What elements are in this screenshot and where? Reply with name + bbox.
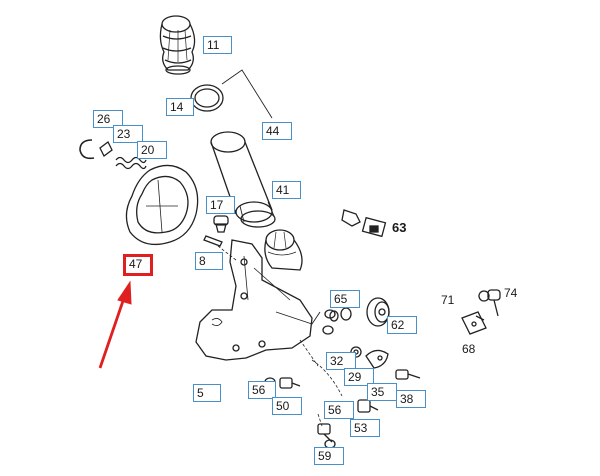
part-label-20[interactable]: 20 <box>137 141 167 159</box>
washers-part <box>329 307 352 322</box>
part-label-68[interactable]: 68 <box>462 342 476 356</box>
bracket-part <box>195 239 336 361</box>
pin-part <box>203 235 223 247</box>
boot-part <box>159 15 196 75</box>
bolt-part-17 <box>213 215 229 233</box>
part-label-56-lower[interactable]: 56 <box>324 401 354 419</box>
part-label-41[interactable]: 41 <box>272 181 301 199</box>
part-label-8[interactable]: 8 <box>195 252 223 270</box>
part-label-63[interactable]: 63 <box>392 220 407 235</box>
circlip-part <box>79 139 95 160</box>
part-label-71[interactable]: 71 <box>441 293 455 307</box>
part-label-53[interactable]: 53 <box>350 419 380 437</box>
part-label-35[interactable]: 35 <box>367 383 397 401</box>
part-label-38[interactable]: 38 <box>396 390 426 408</box>
part-label-50[interactable]: 50 <box>272 397 302 415</box>
part-label-62[interactable]: 62 <box>387 316 417 334</box>
part-label-23[interactable]: 23 <box>113 125 143 143</box>
part-label-74[interactable]: 74 <box>504 286 518 300</box>
part-label-59[interactable]: 59 <box>314 447 344 465</box>
part-label-17[interactable]: 17 <box>206 196 235 214</box>
spring-part <box>115 156 147 170</box>
part-label-14[interactable]: 14 <box>166 98 194 116</box>
part-label-5[interactable]: 5 <box>193 384 221 402</box>
cylinder-part <box>210 131 276 228</box>
part-label-11[interactable]: 11 <box>203 36 232 54</box>
part-62 <box>366 297 390 327</box>
pointer-arrow <box>98 280 132 369</box>
bolt-part-38 <box>395 369 421 380</box>
clip-part <box>99 141 113 157</box>
part-label-56-upper[interactable]: 56 <box>248 381 276 399</box>
boot-part-lower <box>264 229 303 271</box>
clamp-part <box>461 289 501 335</box>
part-label-29[interactable]: 29 <box>344 368 374 386</box>
gasket-part <box>125 164 199 246</box>
ring-part <box>190 84 224 112</box>
part-label-32[interactable]: 32 <box>326 352 356 370</box>
part-label-65[interactable]: 65 <box>330 290 360 308</box>
part-32 <box>350 346 389 369</box>
bolt-part-59 <box>317 423 336 449</box>
sensor-part <box>341 209 387 238</box>
part-label-44[interactable]: 44 <box>262 122 292 140</box>
part-label-47-highlighted[interactable]: 47 <box>123 254 153 276</box>
part-label-26[interactable]: 26 <box>93 110 123 128</box>
